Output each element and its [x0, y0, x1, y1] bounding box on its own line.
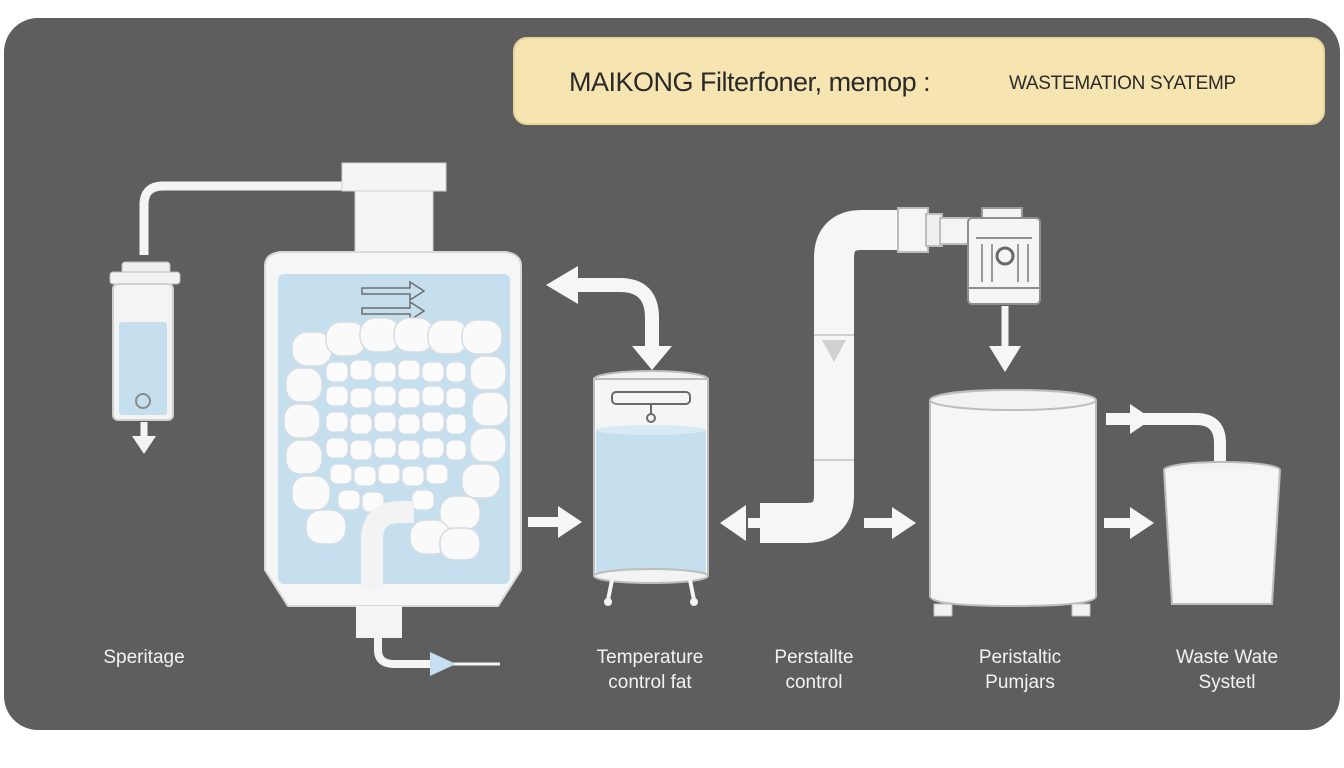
- reservoir-tank: [929, 388, 1097, 617]
- waste-water-container: [1163, 461, 1281, 605]
- label-stage-3-line1: Perstallte: [774, 647, 854, 668]
- label-stage-1-text: Speritage: [103, 647, 185, 668]
- label-stage-4-line2: Pumjars: [985, 672, 1055, 693]
- label-stage-4-line1: Peristaltic: [978, 647, 1062, 668]
- title-main: MAIKONG Filterfoner, memop :: [569, 67, 931, 97]
- label-stage-2-line2: control fat: [608, 672, 692, 693]
- peristaltic-control-pipe: [760, 207, 943, 543]
- label-stage-2-line1: Temperature: [596, 647, 704, 668]
- label-stage-5-line2: Systetl: [1198, 672, 1256, 693]
- peristaltic-pump-head: [939, 207, 1041, 305]
- waste-inlet-pipe: [1106, 413, 1226, 470]
- loop-arrow: [575, 278, 659, 352]
- label-stage-5-line1: Waste Wate: [1175, 647, 1279, 668]
- label-stage-3-line2: control: [785, 672, 843, 693]
- title-subtitle: WASTEMATION SYATEMP: [1009, 73, 1236, 94]
- label-stage-4: Peristaltic Pumjars: [950, 645, 1090, 695]
- label-stage-3: Perstallte control: [744, 645, 884, 695]
- label-stage-2: Temperature control fat: [575, 645, 725, 695]
- label-stage-5: Waste Wate Systetl: [1152, 645, 1302, 695]
- label-stage-1: Speritage: [72, 645, 216, 670]
- filter-cartridge: [109, 181, 342, 421]
- bioreactor-tank: [264, 162, 522, 676]
- title-banner: MAIKONG Filterfoner, memop : WASTEMATION…: [513, 37, 1325, 125]
- temperature-control-vessel: [593, 370, 709, 606]
